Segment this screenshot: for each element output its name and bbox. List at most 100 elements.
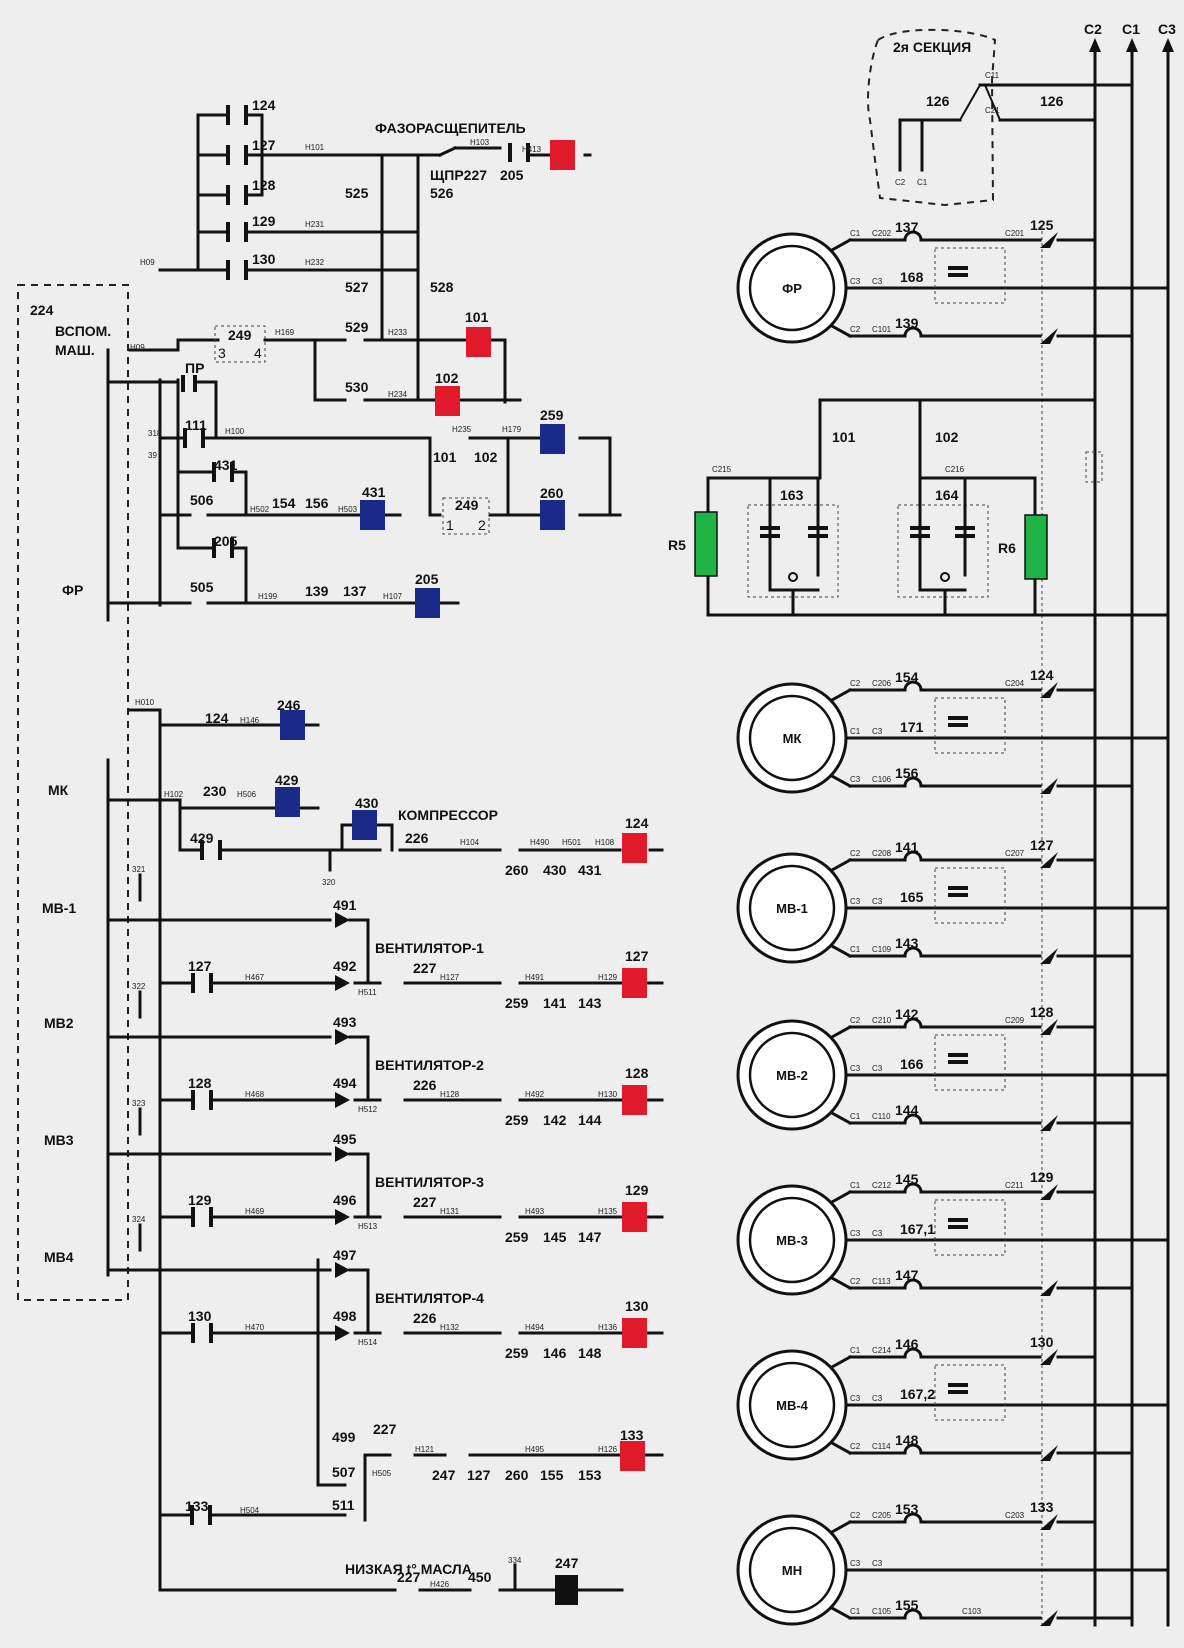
contact-s146: 146 <box>543 1345 567 1361</box>
wire-label: C3 <box>850 775 861 784</box>
wire-label: C3 <box>872 727 883 736</box>
coil-431 <box>360 500 385 530</box>
capacitor-163: 163 <box>780 487 804 503</box>
wire-h169: H169 <box>275 328 295 337</box>
diode-d494: 494 <box>333 1075 357 1091</box>
wire-label: C1 <box>850 1607 861 1616</box>
diode-530: 530 <box>345 379 369 395</box>
diode-icon <box>335 1262 350 1278</box>
wire <box>829 1354 853 1370</box>
contactor-icon <box>1040 948 1058 964</box>
coil-260 <box>540 500 565 530</box>
coil-133-label: 133 <box>620 1427 644 1443</box>
contactor-icon <box>1040 1610 1058 1626</box>
coil-101-label: 101 <box>465 309 489 325</box>
wire-label: C212 <box>872 1181 892 1190</box>
coil-431-label: 431 <box>362 484 386 500</box>
contact-450: 450 <box>468 1569 492 1585</box>
contactor-icon <box>1040 778 1058 794</box>
wire-h104: H104 <box>460 838 480 847</box>
contact-s259a: 259 <box>505 995 529 1011</box>
motor-rotor <box>748 864 836 952</box>
fuse-mk-low: 156 <box>895 765 919 781</box>
contact-n129: 129 <box>188 1192 212 1208</box>
contact-s259d: 259 <box>505 1345 529 1361</box>
diode-529: 529 <box>345 319 369 335</box>
wire-label: C3 <box>850 1229 861 1238</box>
contact-227-mn: 227 <box>373 1421 397 1437</box>
fuse-mn-top: 153 <box>895 1501 919 1517</box>
contact-124: 124 <box>252 97 276 113</box>
contact-s142: 142 <box>543 1112 567 1128</box>
wire-h146: H146 <box>240 716 260 725</box>
contactor-fr: 125 <box>1030 217 1054 233</box>
coil129-label: 129 <box>625 1182 649 1198</box>
wire <box>829 1440 853 1456</box>
fuse-mv1-low: 143 <box>895 935 919 951</box>
coil-127 <box>622 968 647 998</box>
contact-249-a: 249 <box>228 327 252 343</box>
wire-h492: H492 <box>525 1090 545 1099</box>
wire-label: C106 <box>872 775 892 784</box>
motor-mv2-name: МВ-2 <box>776 1068 808 1083</box>
coil-260-label: 260 <box>540 485 564 501</box>
wire-h231: H231 <box>305 220 325 229</box>
diode-d493: 493 <box>333 1014 357 1030</box>
diode-d497: 497 <box>333 1247 357 1263</box>
bus-label-c2: C2 <box>1084 21 1102 37</box>
contact-133: 133 <box>185 1498 209 1514</box>
diode-507: 507 <box>332 1464 356 1480</box>
wire-label: C1 <box>850 727 861 736</box>
contact-n227b: 227 <box>413 1194 437 1210</box>
contactor-icon <box>1040 1349 1058 1365</box>
contactor-icon <box>1040 852 1058 868</box>
wire-h108: H108 <box>595 838 615 847</box>
contact-n227a: 227 <box>413 960 437 976</box>
wire-label: C109 <box>872 945 892 954</box>
motor-rotor <box>748 1526 836 1614</box>
wire-h127: H127 <box>440 973 460 982</box>
wire-h502: H502 <box>250 505 270 514</box>
motor-mk-name: МК <box>783 731 802 746</box>
wire-label: C105 <box>872 1607 892 1616</box>
fuse-mv2-top: 142 <box>895 1006 919 1022</box>
mv1-switch-label: МВ-1 <box>42 900 76 916</box>
fuse-mn-low: 155 <box>895 1597 919 1613</box>
compressor-label: КОМПРЕССОР <box>398 807 498 823</box>
contactor-icon <box>1040 328 1058 344</box>
wire-h135: H135 <box>598 1207 618 1216</box>
aux-machine-box: 224 ВСПОМ. МАШ. ФР МК МВ-1 МВ2 МВ3 МВ4 <box>17 284 129 1301</box>
contact-430-comp: 430 <box>543 862 567 878</box>
control-wiring: 124 127 128 129 130 H101 H231 H232 H09 Ф… <box>106 97 664 1592</box>
fuse-icon <box>903 1278 923 1290</box>
low-oil-label: НИЗКАЯ t° МАСЛА <box>345 1561 472 1577</box>
capacitor-164: 164 <box>935 487 959 503</box>
fuse-mv3-low: 147 <box>895 1267 919 1283</box>
wire-label: C3 <box>872 277 883 286</box>
contact-102-label: 102 <box>474 449 498 465</box>
wire-label: C201 <box>1005 229 1025 238</box>
wire-label: C110 <box>872 1112 891 1121</box>
wire-h09-top: H09 <box>140 258 155 267</box>
fuse-icon <box>903 680 923 692</box>
contactor-mv1: 127 <box>1030 837 1054 853</box>
fuse-icon <box>903 850 923 862</box>
wire-label: C3 <box>872 897 883 906</box>
diode-icon <box>335 975 350 991</box>
motor-mv3-name: МВ-3 <box>776 1233 808 1248</box>
coil-246 <box>280 710 305 740</box>
wire-h010: H010 <box>135 698 155 707</box>
capacitor-box <box>934 247 1006 304</box>
wire-label: C206 <box>872 679 892 688</box>
section-2-block: 2я СЕКЦИЯ 126 126 C11 C21 C2 C1 <box>867 28 1134 207</box>
coil-430 <box>352 810 377 840</box>
resistor-r6 <box>1024 514 1048 580</box>
diode-499: 499 <box>332 1429 356 1445</box>
wire-h503: H503 <box>338 505 358 514</box>
wire <box>829 237 853 253</box>
contact-260-comp: 260 <box>505 862 529 878</box>
coil-133 <box>620 1441 645 1471</box>
contact-s141: 141 <box>543 995 567 1011</box>
wire-h102: H102 <box>164 790 184 799</box>
